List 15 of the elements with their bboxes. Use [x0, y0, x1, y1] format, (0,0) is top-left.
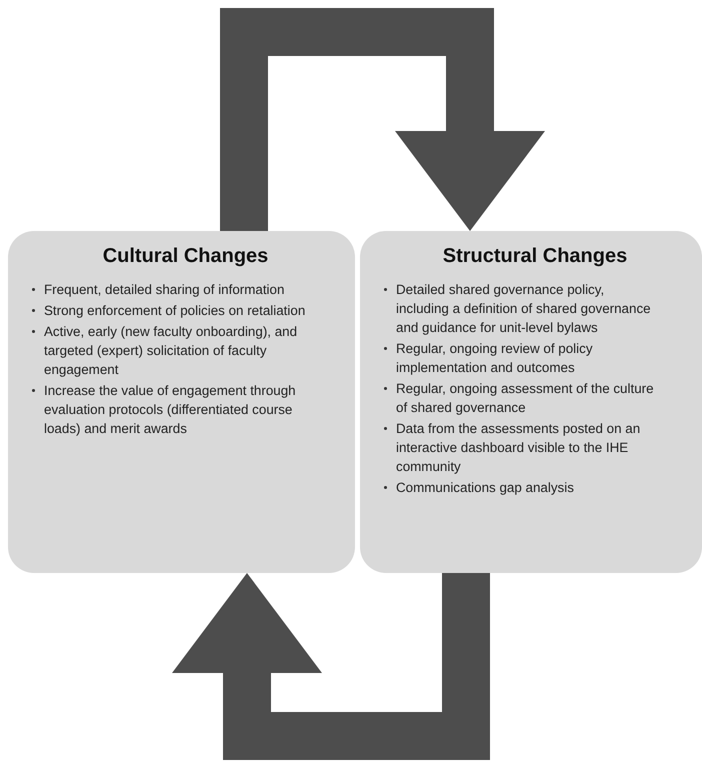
bullet-item: Strong enforcement of policies on retaliation — [44, 301, 311, 320]
bullet-item: Regular, ongoing assessment of the culture of shared governance — [396, 379, 658, 417]
bullet-item: Active, early (new faculty onboarding), and targeted (expert) solicitation of faculty engagement — [44, 322, 311, 379]
loop-arrow — [172, 573, 490, 760]
card-heading: Cultural Changes — [102, 245, 270, 268]
card-heading: Structural Changes — [442, 245, 628, 268]
bullet-item: Data from the assessments posted on an interactive dashboard visible to the IHE community — [396, 419, 658, 476]
bullet-item: Detailed shared governance policy, including a definition of shared governance and guidance for unit-level bylaws — [396, 280, 658, 337]
bullet-item: Regular, ongoing review of policy implementation and outcomes — [396, 339, 658, 377]
bullet-item: Communications gap analysis — [396, 478, 658, 497]
bullet-item: Increase the value of engagement through evaluation protocols (differentiated course loads) and merit awards — [44, 381, 311, 438]
bullet-item: Frequent, detailed sharing of information — [44, 280, 311, 299]
content-card — [360, 231, 702, 573]
loop-arrow — [220, 8, 545, 231]
content-card — [8, 231, 355, 573]
